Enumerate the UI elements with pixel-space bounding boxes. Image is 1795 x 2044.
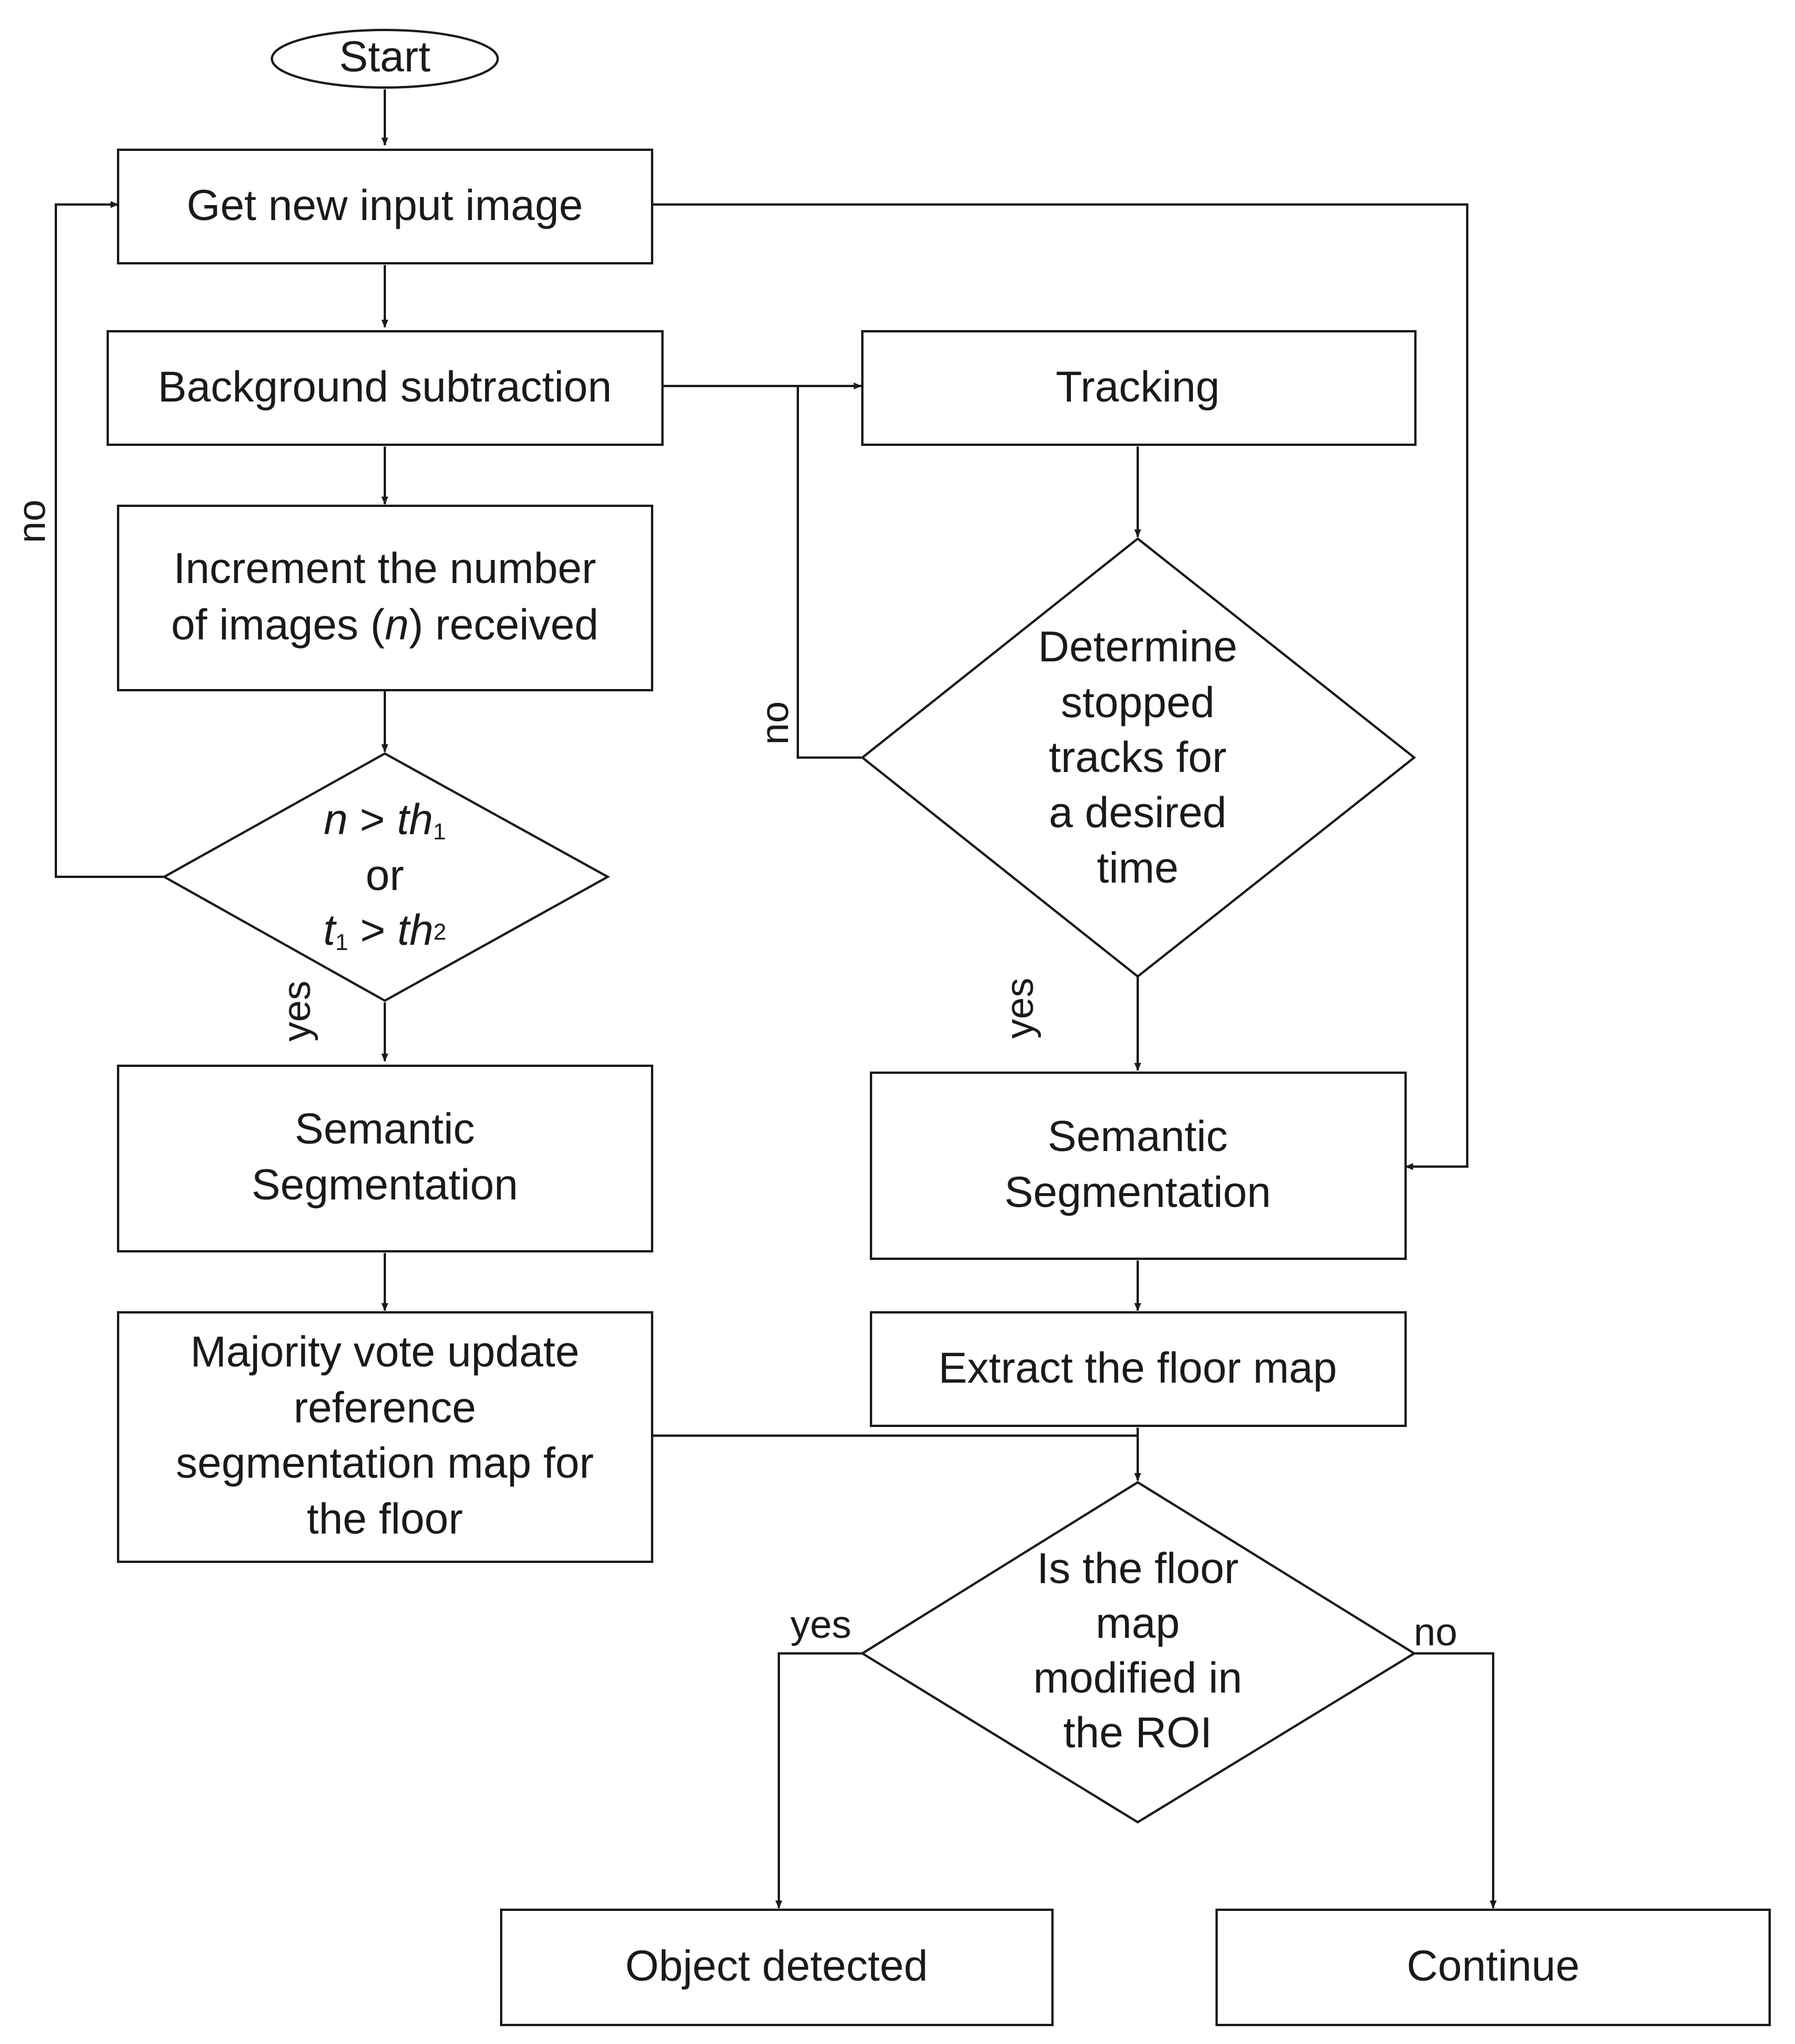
semantic-segmentation-left-label-2: Segmentation [252, 1160, 518, 1209]
threshold-cond-1: n > th1 [324, 795, 446, 845]
continue-label: Continue [1407, 1941, 1580, 1990]
stopped-tracks-label-2: stopped [1061, 678, 1215, 726]
stopped-tracks-label-3: tracks for [1049, 733, 1226, 781]
threshold-cond-2: t1 > th2 [323, 906, 446, 955]
semantic-segmentation-left-box [117, 1065, 653, 1252]
object-detected-label: Object detected [625, 1941, 927, 1990]
majority-vote-label-3: segmentation map for [176, 1439, 593, 1487]
floor-modified-label-3: modified in [1033, 1653, 1243, 1702]
increment-images-label: Increment the number [173, 544, 596, 592]
extract-floor-map-box [870, 1311, 1407, 1427]
semantic-segmentation-left-label-1: Semantic [295, 1104, 475, 1153]
edge-input-to-semseg-right [652, 203, 1468, 1170]
edge-label-yes-bottom: yes [790, 1603, 851, 1646]
majority-vote-label-1: Majority vote update [190, 1327, 579, 1376]
start-label: Start [339, 32, 431, 81]
edges [55, 89, 1497, 1909]
get-input-image-box [117, 149, 653, 264]
threshold-or: or [366, 851, 404, 899]
edge-threshold-no-loop [55, 201, 164, 878]
semantic-segmentation-right-label-2: Segmentation [1005, 1168, 1271, 1216]
edge-stopped-no-loop [797, 386, 861, 759]
edge-label-yes-left: yes [275, 981, 319, 1042]
background-subtraction-box [107, 330, 664, 446]
edge-label-no-left: no [10, 499, 54, 543]
threshold-decision [161, 752, 611, 1002]
majority-vote-label-4: the floor [307, 1494, 463, 1543]
semantic-segmentation-right-label-1: Semantic [1048, 1112, 1228, 1160]
stopped-tracks-label-4: a desired [1049, 788, 1227, 836]
stopped-tracks-decision [860, 537, 1417, 978]
extract-floor-map-label: Extract the floor map [938, 1343, 1337, 1392]
floor-modified-label-2: map [1096, 1599, 1180, 1647]
increment-images-box [117, 505, 653, 691]
stopped-tracks-label-5: time [1097, 843, 1179, 892]
edge-floor-no [1414, 1652, 1497, 1909]
tracking-box [861, 330, 1417, 446]
floor-modified-decision [860, 1481, 1417, 1824]
stopped-tracks-label-1: Determine [1038, 622, 1237, 671]
background-subtraction-label: Background subtraction [158, 362, 612, 411]
floor-modified-label-1: Is the floor [1037, 1544, 1239, 1592]
increment-images-label-line2: of images (n) received [171, 600, 599, 649]
majority-vote-box [117, 1311, 653, 1563]
edge-label-no-bottom: no [1414, 1610, 1457, 1654]
edge-label-no-mid: no [753, 701, 797, 745]
floor-modified-label-4: the ROI [1063, 1708, 1212, 1757]
edge-label-yes-mid: yes [998, 978, 1042, 1039]
edge-floor-yes [775, 1652, 862, 1909]
semantic-segmentation-right-box [870, 1072, 1407, 1260]
start-terminal [271, 29, 499, 89]
get-input-image-label: Get new input image [187, 181, 583, 229]
continue-box [1215, 1909, 1771, 2026]
object-detected-box [500, 1909, 1054, 2026]
tracking-label: Tracking [1056, 362, 1220, 411]
majority-vote-label-2: reference [294, 1383, 476, 1432]
